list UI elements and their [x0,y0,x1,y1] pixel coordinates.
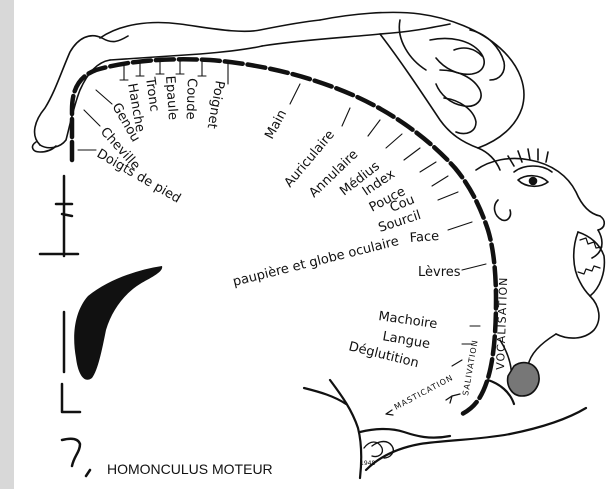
left-margin-shade [0,0,14,489]
label-epaule: Epaule [162,75,180,120]
label-levres: Lèvres [418,265,461,280]
signature-year: 1948 [360,460,375,467]
label-face: Face [409,229,439,246]
figure-caption: HOMONCULUS MOTEUR [107,461,273,477]
label-coude: Coude [183,78,199,120]
